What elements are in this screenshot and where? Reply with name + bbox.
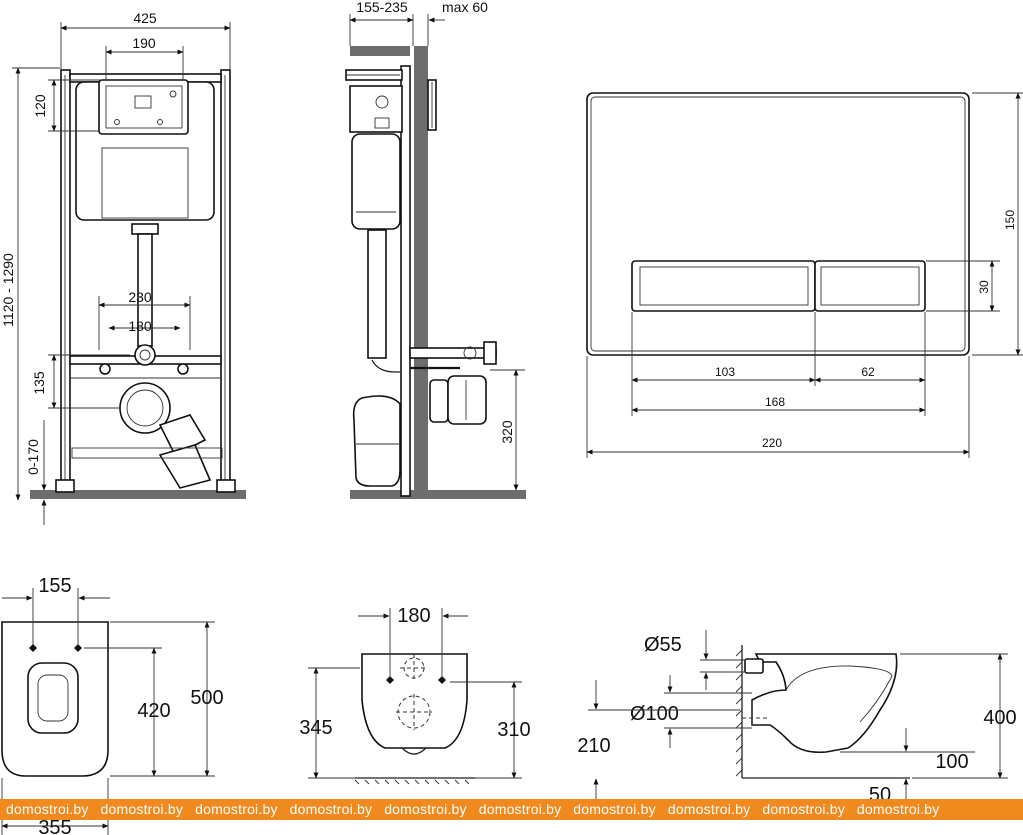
watermark-text: domostroi.by bbox=[195, 801, 278, 817]
dim-button-width: 190 bbox=[132, 35, 156, 51]
watermark-text: domostroi.by bbox=[762, 801, 845, 817]
dim-max-wall: max 60 bbox=[442, 0, 488, 15]
dim-rim-offset: 100 bbox=[935, 751, 968, 773]
watermark-text: domostroi.by bbox=[667, 801, 751, 817]
dim-back-left-height: 345 bbox=[299, 717, 332, 739]
frame-front-dimensions: 425 190 120 1120 - 1290 230 180 135 0-17… bbox=[0, 10, 231, 525]
dim-inlet-diameter: Ø55 bbox=[644, 634, 682, 656]
dim-total-height: 1120 - 1290 bbox=[0, 253, 16, 327]
dim-drain-height: 320 bbox=[499, 420, 515, 444]
dim-button-height-plate: 30 bbox=[977, 280, 991, 294]
dim-back-right-height: 310 bbox=[497, 719, 530, 741]
frame-front-view bbox=[30, 69, 246, 499]
dim-buttons-total: 168 bbox=[765, 395, 785, 409]
dim-outlet-height: 210 bbox=[577, 735, 610, 757]
bowl-side-view bbox=[735, 645, 910, 779]
watermark-text: domostroi.by bbox=[573, 801, 656, 817]
bowl-back-view bbox=[354, 653, 475, 785]
flush-plate-dimensions: 150 30 103 62 168 220 bbox=[586, 92, 1023, 458]
watermark-text: domostroi.by bbox=[384, 801, 467, 817]
watermark-text: domostroi.by bbox=[856, 801, 940, 817]
watermark-text: domostroi.by bbox=[289, 801, 373, 817]
watermark-text: domostroi.by bbox=[478, 801, 562, 817]
dim-button-right: 62 bbox=[861, 365, 875, 379]
dim-stud-inner: 180 bbox=[128, 318, 152, 334]
watermark-text: domostroi.by bbox=[100, 801, 184, 817]
bowl-top-view bbox=[1, 621, 109, 777]
bowl-side-dimensions: Ø55 Ø100 210 400 100 50 bbox=[577, 630, 1017, 806]
bowl-top-dimensions: 155 420 500 355 bbox=[1, 575, 224, 835]
dim-frame-width: 425 bbox=[133, 10, 157, 26]
dim-bowl-length: 500 bbox=[190, 687, 223, 709]
frame-side-dimensions: 155-235 max 60 320 bbox=[349, 0, 525, 491]
bowl-back-dimensions: 180 345 310 bbox=[299, 605, 531, 779]
dim-leg-adjust: 0-170 bbox=[25, 439, 41, 475]
watermark-banner: domostroi.by domostroi.by domostroi.by domo… bbox=[0, 799, 1023, 820]
frame-side-view bbox=[345, 46, 526, 499]
watermark-text: domostroi.by bbox=[6, 801, 89, 817]
dim-stud-outer: 230 bbox=[128, 289, 152, 305]
dim-button-height: 120 bbox=[32, 94, 48, 118]
flush-plate-view bbox=[586, 92, 970, 356]
dim-side-depth: 155-235 bbox=[356, 0, 408, 15]
dim-plate-width: 220 bbox=[762, 436, 782, 450]
dim-plate-height: 150 bbox=[1003, 210, 1017, 230]
dim-hole-spacing-back: 180 bbox=[397, 605, 430, 627]
dim-button-left: 103 bbox=[715, 365, 735, 379]
dim-bowl-width: 355 bbox=[38, 817, 71, 835]
dim-outlet-diameter: Ø100 bbox=[630, 703, 679, 725]
dim-bowl-height: 400 bbox=[983, 707, 1016, 729]
dim-hole-offset: 420 bbox=[137, 700, 170, 722]
dim-hole-spacing-top: 155 bbox=[38, 575, 71, 597]
dim-outlet-height: 135 bbox=[31, 371, 47, 395]
